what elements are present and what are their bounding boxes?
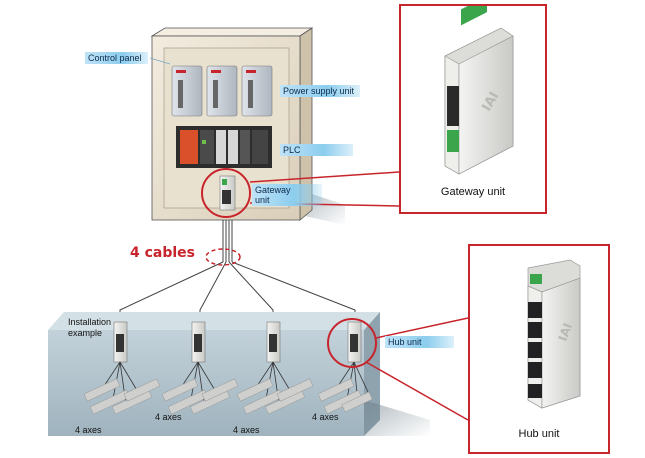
axes-label-2: 4 axes — [155, 412, 182, 422]
gateway-unit-small — [219, 175, 236, 211]
gateway-unit-image: IAI — [444, 6, 514, 175]
power-supply-units — [171, 65, 273, 117]
power-supply-3 — [241, 65, 273, 117]
gateway-unit-caption: Gateway unit — [440, 186, 506, 198]
gateway-unit-label: Gateway unit — [252, 184, 322, 206]
hub-leader-top — [375, 317, 469, 339]
plc-rack — [176, 126, 272, 168]
axes-label-3: 4 axes — [233, 425, 260, 435]
gateway-unit-callout: IAI Gateway unit — [399, 4, 547, 214]
axes-label-1: 4 axes — [75, 425, 102, 435]
installation-example-line1: Installation — [68, 317, 112, 327]
installation-example-label: Installation example — [68, 317, 111, 339]
axes-label-4: 4 axes — [312, 412, 339, 422]
power-supply-2 — [206, 65, 238, 117]
gateway-unit-label-line2: unit — [255, 195, 270, 205]
control-panel-label: Control panel — [85, 52, 148, 64]
hub-unit-label: Hub unit — [385, 336, 454, 348]
cables-highlight — [205, 248, 241, 266]
hub-group-3 — [236, 321, 314, 415]
hub-unit-callout: IAI Hub unit — [468, 244, 610, 454]
gateway-leader-top — [249, 171, 400, 183]
hub-group-4 — [317, 321, 373, 414]
hub-unit-image: IAI — [527, 259, 581, 409]
hub-brand-mark: IAI — [556, 321, 575, 343]
installation-example-line2: example — [68, 328, 103, 338]
control-panel-pointer — [149, 57, 171, 65]
hub-group-1 — [83, 321, 161, 415]
plc-label: PLC — [280, 144, 353, 156]
gateway-unit-label-line1: Gateway — [255, 185, 291, 195]
hub-leader-bottom — [365, 361, 469, 421]
hub-unit-caption: Hub unit — [518, 428, 560, 440]
cables-label: 4 cables — [130, 245, 196, 261]
power-supply-unit-label: Power supply unit — [280, 85, 361, 97]
gateway-highlight-circle — [201, 168, 251, 218]
hub-group-2 — [161, 321, 239, 415]
power-supply-1 — [171, 65, 203, 117]
hub-highlight-circle — [327, 318, 377, 368]
